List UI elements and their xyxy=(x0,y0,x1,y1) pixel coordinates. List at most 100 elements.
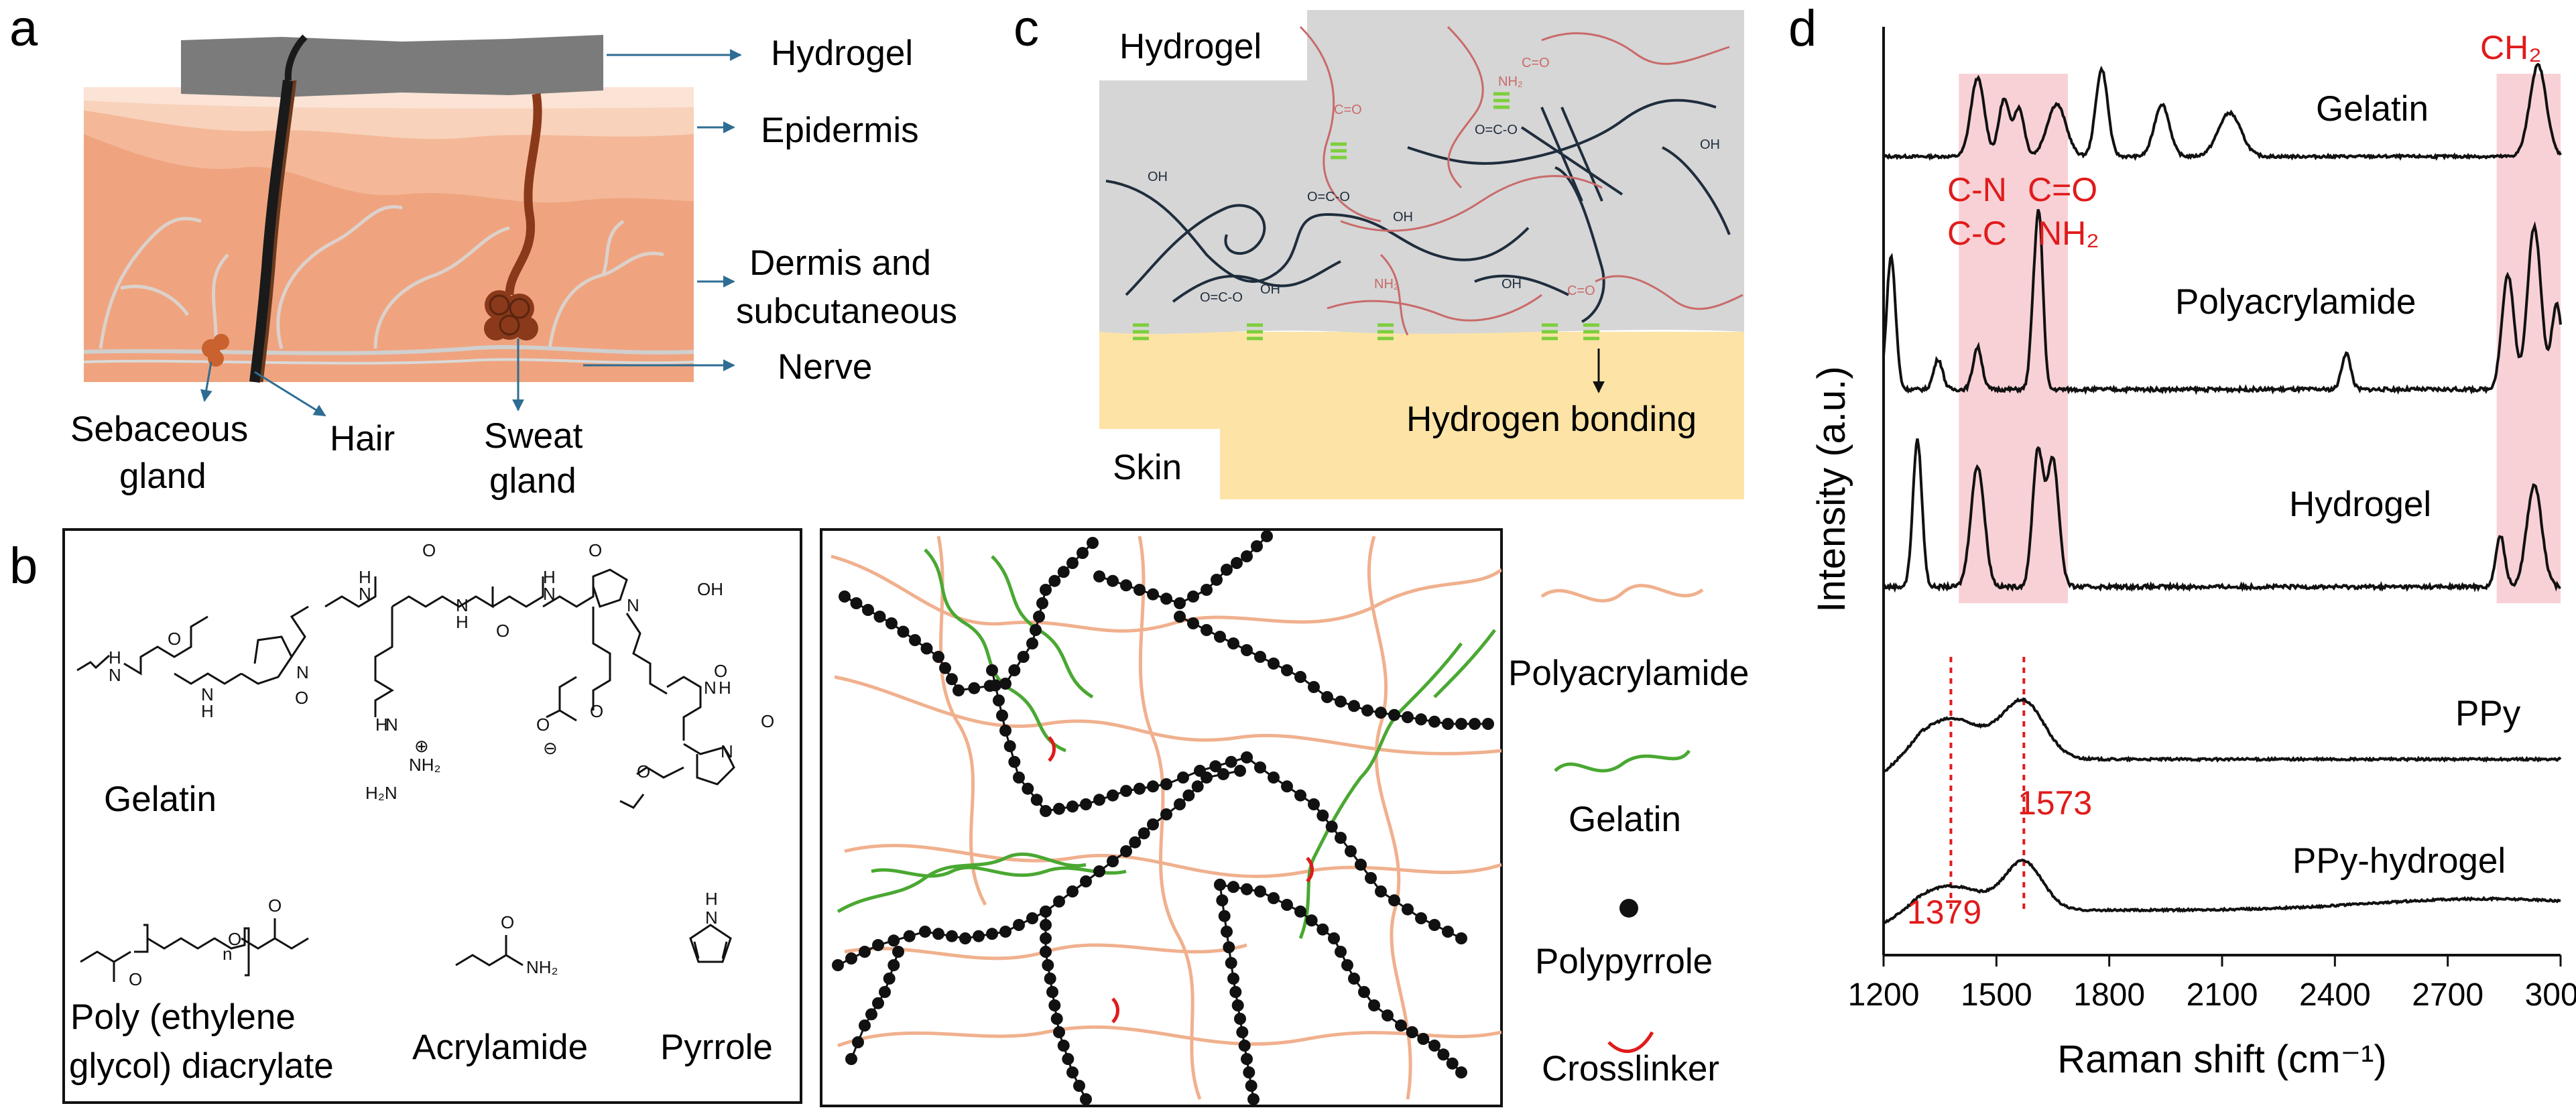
polypyrrole-bead xyxy=(1093,570,1105,582)
x-tick-label: 1800 xyxy=(2073,977,2145,1013)
series-label-gelatin: Gelatin xyxy=(2316,89,2429,129)
polypyrrole-bead xyxy=(1080,875,1092,887)
polypyrrole-bead xyxy=(1133,584,1146,596)
polypyrrole-bead xyxy=(1241,883,1253,895)
polypyrrole-bead xyxy=(1268,892,1280,904)
polypyrrole-bead xyxy=(1238,1040,1251,1052)
label-c-hbond: Hydrogen bonding xyxy=(1406,399,1697,439)
polypyrrole-bead xyxy=(1234,765,1246,777)
polypyrrole-bead xyxy=(1026,912,1038,924)
label-sebaceous-line1: Sebaceous xyxy=(70,410,248,449)
polypyrrole-bead xyxy=(1093,794,1105,806)
atom-nh2-2: NH₂ xyxy=(526,957,558,977)
legend-polyacrylamide-swatch xyxy=(1540,584,1704,603)
atom-h-8: H xyxy=(705,889,718,909)
polypyrrole-bead xyxy=(1053,1026,1065,1038)
series-label-polyacrylamide: Polyacrylamide xyxy=(2175,282,2416,322)
group-co-2: C=O xyxy=(1334,103,1362,117)
label-sebaceous-line2: gland xyxy=(119,456,206,496)
polypyrrole-bead xyxy=(1261,530,1273,542)
polypyrrole-bead xyxy=(1446,1057,1459,1070)
polypyrrole-bead xyxy=(1044,973,1056,985)
polypyrrole-bead xyxy=(1268,658,1280,670)
polypyrrole-bead xyxy=(909,634,921,646)
polypyrrole-bead xyxy=(1388,708,1400,721)
polypyrrole-bead xyxy=(1321,691,1333,703)
atom-o-10: O xyxy=(536,715,550,735)
polypyrrole-bead xyxy=(859,1019,871,1032)
polypyrrole-bead xyxy=(1036,597,1048,609)
label-pyrrole: Pyrrole xyxy=(660,1028,773,1067)
polypyrrole-bead xyxy=(1080,1093,1092,1105)
polypyrrole-bead xyxy=(883,973,896,985)
hair-shaft xyxy=(249,80,294,383)
annotation-co: C=O xyxy=(2028,171,2097,208)
polypyrrole-bead xyxy=(839,591,851,603)
atom-h-4: H xyxy=(456,612,469,632)
polypyrrole-bead xyxy=(1120,579,1132,592)
polypyrrole-bead xyxy=(1375,885,1387,897)
polypyrrole-bead xyxy=(1040,919,1052,931)
polypyrrole-bead xyxy=(986,664,998,676)
polypyrrole-bead xyxy=(1107,855,1119,867)
x-tick-label: 2400 xyxy=(2299,977,2371,1013)
x-tick-label: 1200 xyxy=(1848,977,1920,1013)
polypyrrole-bead xyxy=(850,597,863,609)
group-co-1: C=O xyxy=(1522,56,1550,70)
label-nerve: Nerve xyxy=(778,347,872,387)
spectrum-polyacrylamide xyxy=(1882,208,2562,395)
atom-o-2: O xyxy=(295,688,308,708)
polypyrrole-bead xyxy=(1066,557,1079,569)
polypyrrole-bead xyxy=(1080,798,1092,810)
atom-o-7: O xyxy=(761,711,774,731)
polypyrrole-bead xyxy=(1042,959,1054,971)
polypyrrole-bead xyxy=(1066,800,1079,813)
atom-o-9: O xyxy=(590,701,603,721)
polypyrrole-bead xyxy=(1402,903,1414,916)
polypyrrole-bead xyxy=(1428,715,1440,728)
group-co-3: C=O xyxy=(1567,284,1595,298)
atom-o-8: O xyxy=(637,761,650,782)
polypyrrole-bead xyxy=(1177,771,1189,784)
polypyrrole-bead xyxy=(932,651,944,663)
spectrum-hydrogel xyxy=(1882,438,2561,593)
polypyrrole-bead xyxy=(1417,1033,1430,1045)
polypyrrole-bead xyxy=(1247,1093,1260,1105)
polypyrrole-bead xyxy=(1241,550,1253,562)
spectrum-ppy xyxy=(1882,697,2562,773)
x-tick-label: 2100 xyxy=(2187,977,2258,1013)
polypyrrole-bead xyxy=(1174,611,1186,623)
polypyrrole-bead xyxy=(1120,785,1132,797)
group-oh-2: OH xyxy=(1260,282,1280,297)
atom-n-8: N xyxy=(704,678,717,698)
group-cooh-2: O=C-O xyxy=(1307,190,1350,204)
polypyrrole-bead xyxy=(1365,872,1377,884)
polypyrrole-bead xyxy=(1316,809,1329,822)
atom-h-1: H xyxy=(109,647,121,668)
polypyrrole-bead xyxy=(1406,1026,1418,1038)
annotation-nh2: NH₂ xyxy=(2038,214,2099,252)
legend-crosslinker-label: Crosslinker xyxy=(1542,1049,1719,1089)
atom-h-7: H xyxy=(375,715,388,735)
polypyrrole-bead xyxy=(1335,832,1347,844)
polypyrrole-bead xyxy=(1138,827,1150,840)
polypyrrole-bead xyxy=(1216,894,1229,907)
highlight-band xyxy=(1959,74,2068,603)
crosslinker-marks xyxy=(1048,736,1314,1023)
polypyrrole-bead xyxy=(1294,906,1306,918)
label-sweat-line1: Sweat xyxy=(484,416,583,456)
structures-box xyxy=(62,528,802,1104)
series-label-hydrogel: Hydrogel xyxy=(2289,485,2431,524)
polypyrrole-bead xyxy=(1375,706,1387,719)
polypyrrole-bead xyxy=(1214,879,1226,891)
polypyrrole-bead xyxy=(1251,540,1263,552)
annotation-cn: C-N xyxy=(1947,171,2007,208)
hydrogel-region xyxy=(1099,10,1744,334)
polypyrrole-bead xyxy=(1361,704,1373,717)
panel-letter-d: d xyxy=(1788,0,1817,57)
atom-o-11: O xyxy=(129,969,142,989)
atom-n-11: N xyxy=(705,908,718,928)
polypyrrole-bead xyxy=(1415,912,1427,924)
polypyrrole-bead xyxy=(968,682,981,694)
group-cooh-3: O=C-O xyxy=(1475,123,1518,137)
